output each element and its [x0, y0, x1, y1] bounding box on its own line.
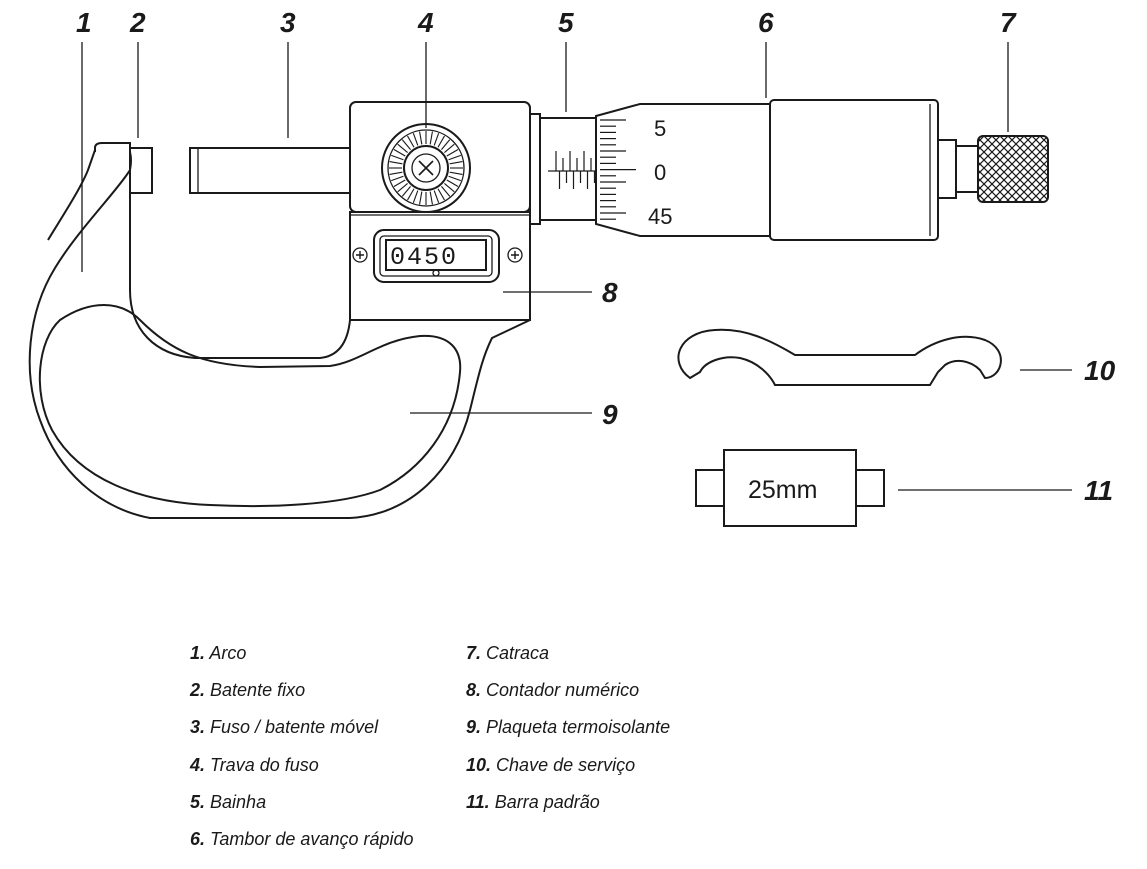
- legend-item: 10. Chave de serviço: [466, 755, 636, 775]
- legend-item: 7. Catraca: [466, 643, 550, 663]
- legend-item: 4. Trava do fuso: [190, 755, 319, 775]
- callout-numbers: 1 2 3 4 5 6 7 8 9 10 11: [76, 7, 1116, 506]
- thimble-mark: 45: [648, 204, 672, 229]
- service-wrench: [677, 328, 1002, 386]
- spindle: [189, 147, 351, 194]
- legend-item: 3. Fuso / batente móvel: [190, 717, 379, 737]
- ratchet: [937, 135, 1049, 203]
- spindle-lock-knob: [381, 123, 471, 213]
- callout-4: 4: [417, 7, 434, 38]
- frame-arc: [28, 142, 531, 519]
- screw-icon: [507, 247, 523, 263]
- legend-item: 2. Batente fixo: [190, 680, 306, 700]
- fixed-anvil: [129, 147, 153, 194]
- callout-2: 2: [129, 7, 146, 38]
- gauge-bar-label: 25mm: [748, 476, 817, 504]
- callout-6: 6: [758, 7, 774, 38]
- leader-lines: [81, 42, 1072, 491]
- callout-8: 8: [602, 277, 618, 308]
- callout-3: 3: [280, 7, 296, 38]
- callout-7: 7: [1000, 7, 1017, 38]
- counter-value: 0450: [390, 243, 458, 272]
- micrometer-head: [349, 101, 531, 321]
- sleeve: [529, 113, 597, 225]
- standard-gauge-bar: 25mm: [695, 449, 885, 527]
- callout-9: 9: [602, 399, 618, 430]
- callout-5: 5: [558, 7, 574, 38]
- legend-item: 1. Arco: [190, 643, 247, 663]
- rapid-advance-drum: [769, 99, 939, 241]
- callout-10: 10: [1084, 355, 1116, 386]
- insulating-plate: [38, 304, 462, 508]
- legend-item: 9. Plaqueta termoisolante: [466, 717, 671, 737]
- callout-1: 1: [76, 7, 92, 38]
- legend-item: 11. Barra padrão: [466, 792, 600, 812]
- thimble-mark: 0: [654, 160, 666, 185]
- numeric-counter: 0450: [352, 229, 523, 283]
- legend-item: 5. Bainha: [190, 792, 267, 812]
- legend-item: 8. Contador numérico: [466, 680, 640, 700]
- thimble: 5 0 45: [595, 103, 771, 237]
- micrometer-diagram: 0450 5 0 45: [28, 7, 1116, 527]
- screw-icon: [352, 247, 368, 263]
- thimble-mark: 5: [654, 116, 666, 141]
- legend-item: 6. Tambor de avanço rápido: [190, 829, 414, 849]
- callout-11: 11: [1084, 475, 1113, 506]
